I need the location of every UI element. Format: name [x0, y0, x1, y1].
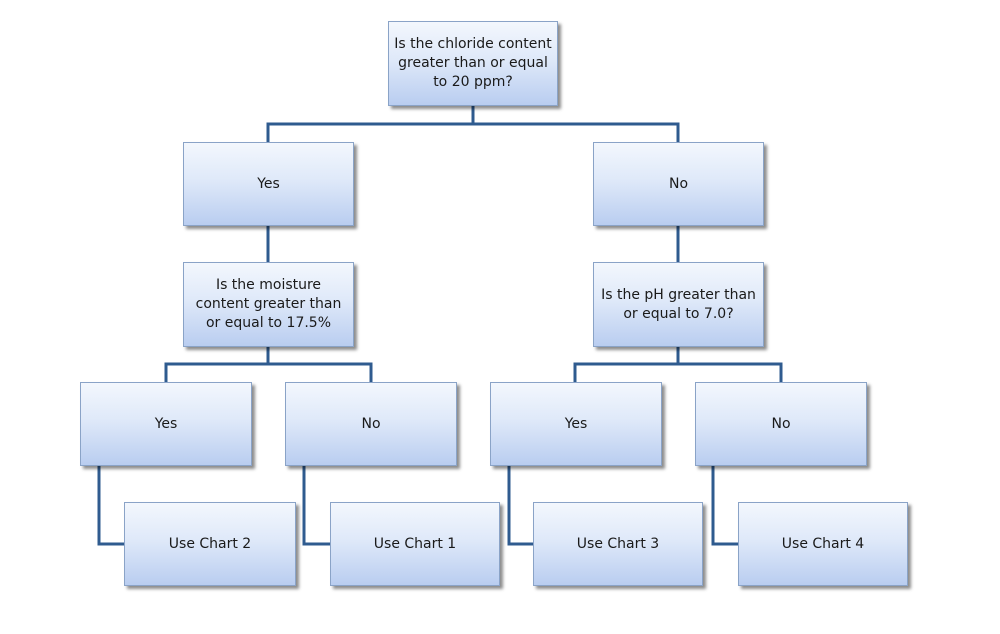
left-answer-yes-text: Yes: [257, 175, 280, 192]
ph-yes-box: Yes: [490, 382, 662, 466]
connector-right-question-no: [678, 362, 783, 382]
result-chart1-text: Use Chart 1: [373, 535, 457, 552]
right-answer-no-box: No: [593, 142, 764, 226]
left-answer-yes-box: Yes: [183, 142, 354, 226]
connector-root-right: [473, 122, 680, 142]
moisture-no-text: No: [361, 415, 381, 432]
moisture-yes-text: Yes: [154, 415, 178, 432]
connector-root: [266, 106, 475, 142]
ph-question-box: Is the pH greater than or equal to 7.0?: [593, 262, 764, 347]
result-chart3-box: Use Chart 3: [533, 502, 703, 586]
ph-yes-text: Yes: [564, 415, 588, 432]
moisture-question-text: Is the moisture content greater than or …: [195, 277, 342, 331]
root-question-text: Is the chloride content greater than or …: [394, 36, 552, 90]
moisture-question-box: Is the moisture content greater than or …: [183, 262, 354, 347]
moisture-yes-box: Yes: [80, 382, 252, 466]
connector-result-chart4: [711, 466, 738, 546]
result-chart4-text: Use Chart 4: [781, 535, 865, 552]
ph-no-text: No: [771, 415, 791, 432]
connector-result-chart2: [97, 466, 124, 546]
result-chart4-box: Use Chart 4: [738, 502, 908, 586]
result-chart2-text: Use Chart 2: [168, 535, 252, 552]
result-chart2-box: Use Chart 2: [124, 502, 296, 586]
result-chart1-box: Use Chart 1: [330, 502, 500, 586]
connector-left-question: [164, 347, 270, 382]
right-answer-no-text: No: [668, 175, 689, 192]
root-question-box: Is the chloride content greater than or …: [388, 21, 558, 106]
ph-no-box: No: [695, 382, 867, 466]
connector-left-question-no: [268, 362, 373, 382]
connector-right-question: [573, 347, 680, 382]
result-chart3-text: Use Chart 3: [576, 535, 660, 552]
ph-question-text: Is the pH greater than or equal to 7.0?: [601, 286, 756, 322]
connector-result-chart3: [507, 466, 533, 546]
moisture-no-box: No: [285, 382, 457, 466]
connector-result-chart1: [302, 466, 330, 546]
